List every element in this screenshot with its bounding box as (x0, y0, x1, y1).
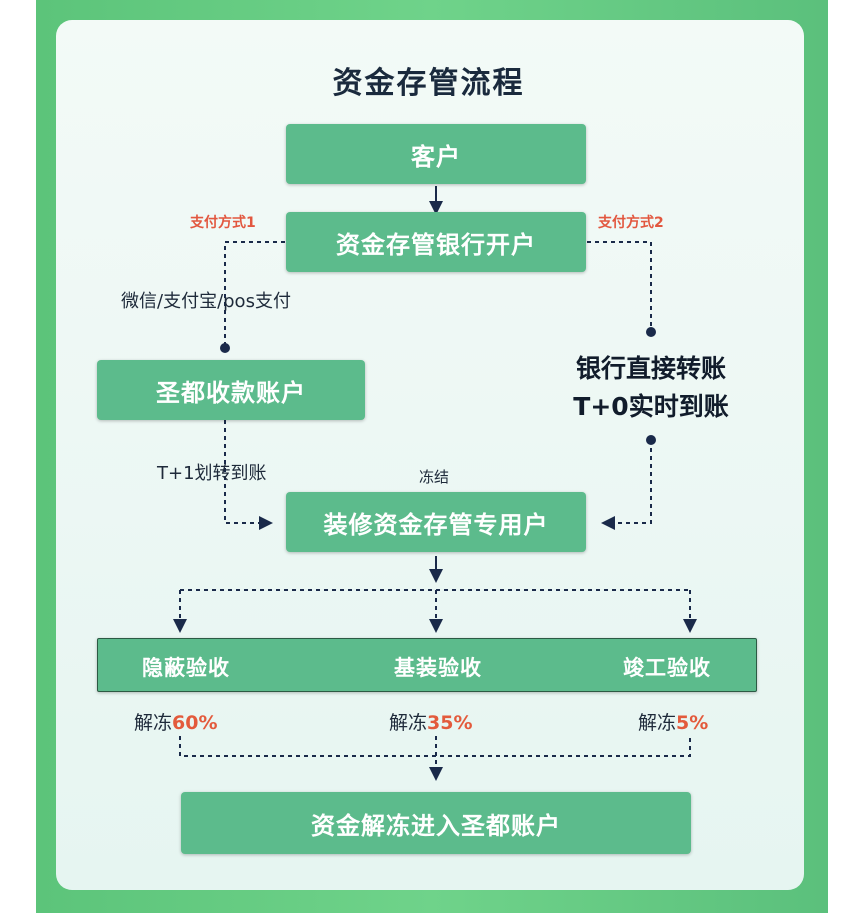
direct-transfer-text: 银行直接转账 T+0实时到账 (551, 350, 751, 426)
bank-account-label: 资金存管银行开户 (336, 230, 536, 259)
customer-label: 客户 (411, 142, 461, 171)
unfreeze-label-2: 解冻 (389, 712, 428, 734)
payment-method-1-label: 支付方式1 (190, 215, 256, 231)
special-account-label: 装修资金存管专用户 (323, 510, 549, 539)
shengdu-collect-label: 圣都收款账户 (156, 378, 306, 407)
unfreeze-stage-3: 解冻5% (638, 708, 708, 735)
unfreeze-percent-3: 5% (676, 712, 709, 734)
final-label: 资金解冻进入圣都账户 (311, 811, 561, 840)
freeze-label: 冻结 (419, 468, 450, 486)
unfreeze-percent-2: 35% (427, 712, 473, 734)
page-title: 资金存管流程 (332, 66, 525, 101)
unfreeze-stage-2: 解冻35% (389, 708, 473, 735)
shengdu-collect-node: 圣都收款账户 (97, 360, 365, 420)
unfreeze-label-1: 解冻 (134, 712, 173, 734)
pay-channels-label: 微信/支付宝/pos支付 (121, 291, 291, 312)
bank-account-node: 资金存管银行开户 (286, 212, 586, 272)
unfreeze-percent-1: 60% (172, 712, 218, 734)
stage-hidden-acceptance: 隐蔽验收 (142, 656, 230, 680)
special-account-node: 装修资金存管专用户 (286, 492, 586, 552)
direct-transfer-line-1: 银行直接转账 (575, 354, 726, 383)
payment-method-2-label: 支付方式2 (598, 215, 664, 231)
unfreeze-label-3: 解冻 (638, 712, 677, 734)
stage-basic-acceptance: 基装验收 (394, 656, 482, 680)
direct-transfer-line-2: T+0实时到账 (573, 392, 729, 421)
stage-completion-acceptance: 竣工验收 (623, 656, 711, 680)
acceptance-stages-bar: 隐蔽验收 基装验收 竣工验收 (97, 638, 757, 692)
final-node: 资金解冻进入圣都账户 (181, 792, 691, 854)
unfreeze-stage-1: 解冻60% (134, 708, 218, 735)
customer-node: 客户 (286, 124, 586, 184)
transfer-t1-label: T+1划转到账 (157, 463, 267, 484)
